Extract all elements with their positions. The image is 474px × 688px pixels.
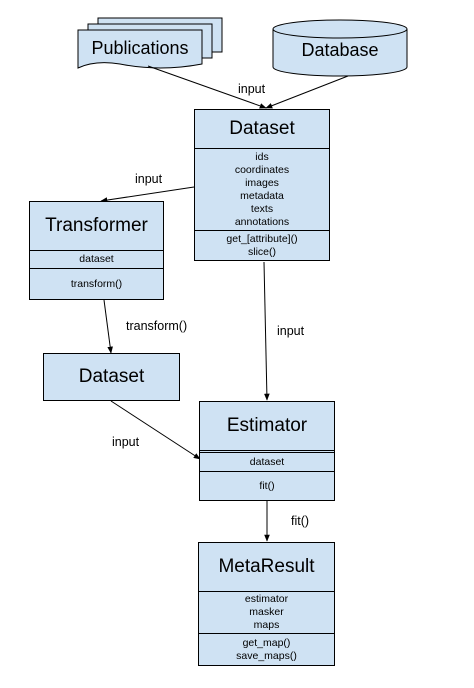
transformer-title: Transformer	[45, 215, 148, 236]
edge-label-input-sources: input	[238, 82, 266, 96]
method-transform: transform()	[70, 277, 123, 290]
attr-estimator: estimator	[244, 593, 289, 605]
method-slice: slice()	[248, 245, 276, 258]
estimator-title: Estimator	[226, 415, 308, 436]
estimator-box: Estimator dataset fit()	[199, 401, 335, 501]
transformer-attributes: dataset	[30, 250, 163, 268]
attr-ids: ids	[255, 150, 269, 163]
attr-annotations: annotations	[234, 215, 290, 228]
metaresult-box: MetaResult estimator masker maps get_map…	[198, 542, 335, 666]
dataset-out-box: Dataset	[43, 353, 180, 401]
edge-publications-dataset	[147, 65, 267, 109]
dataset-main-methods: get_[attribute]() slice()	[195, 230, 329, 260]
attr-coordinates: coordinates	[234, 163, 290, 176]
publications-shape	[77, 17, 223, 69]
attr-images: images	[245, 176, 279, 189]
database-label: Database	[301, 39, 379, 60]
edge-label-input-estimator: input	[277, 324, 305, 338]
dataset-main-title: Dataset	[229, 118, 295, 139]
edge-datasetout-estimator	[110, 400, 201, 460]
dataset-main-attributes: ids coordinates images metadata texts an…	[195, 148, 329, 230]
attr-dataset: dataset	[79, 253, 114, 265]
estimator-methods: fit()	[200, 471, 334, 500]
edge-dataset-estimator	[263, 261, 270, 401]
attr-dataset: dataset	[249, 455, 285, 468]
estimator-attributes: dataset	[200, 450, 334, 471]
edge-database-dataset	[265, 75, 349, 109]
attr-metadata: metadata	[240, 189, 284, 202]
metaresult-attributes: estimator masker maps	[199, 591, 334, 633]
transformer-box: Transformer dataset transform()	[29, 201, 164, 300]
attr-texts: texts	[250, 202, 274, 215]
attr-maps: maps	[253, 619, 280, 631]
dataset-main-box: Dataset ids coordinates images metadata …	[194, 109, 330, 261]
edge-label-input-datasetout: input	[112, 435, 140, 449]
publications-label: Publications	[91, 37, 189, 58]
database-shape	[272, 19, 408, 77]
metaresult-methods: get_map() save_maps()	[199, 633, 334, 665]
transformer-methods: transform()	[30, 268, 163, 299]
method-get-map: get_map()	[242, 636, 291, 649]
edge-transformer-dataset	[103, 299, 113, 354]
attr-masker: masker	[249, 606, 284, 618]
edge-label-fit: fit()	[291, 514, 310, 528]
metaresult-title: MetaResult	[218, 556, 315, 577]
method-get-attribute: get_[attribute]()	[226, 232, 298, 245]
edge-label-input-transformer: input	[135, 172, 163, 186]
method-save-maps: save_maps()	[236, 649, 297, 662]
dataset-out-title: Dataset	[78, 366, 145, 387]
method-fit: fit()	[259, 479, 275, 492]
edge-dataset-transformer	[100, 186, 195, 203]
edge-label-transform: transform()	[126, 319, 188, 333]
